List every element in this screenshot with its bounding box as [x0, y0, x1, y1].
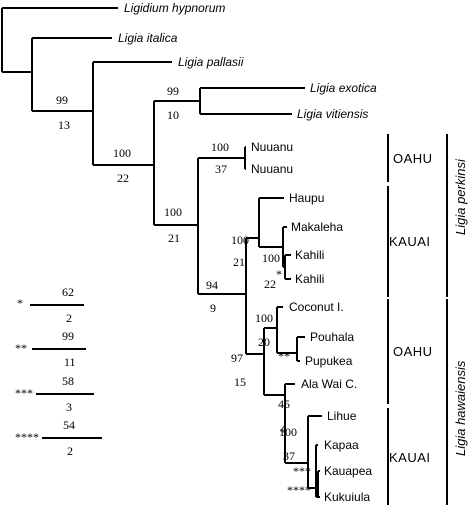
taxon-nuuanu: Nuuanu [251, 140, 293, 154]
support-top: 100 [279, 425, 297, 439]
branch-node-100-21-haupu [258, 197, 284, 248]
island-label-kauai: KAUAI [389, 234, 431, 249]
branch-node-94-9 [245, 237, 264, 355]
branch-node-lihue [307, 415, 322, 489]
legend-top: 99 [62, 329, 74, 343]
species-group-brackets: Ligia perkinsi Ligia hawaiensis [446, 134, 468, 505]
legend-entry: * 62 2 [17, 285, 84, 325]
support-top: 99 [167, 84, 179, 98]
marker-kauapea: *** [293, 464, 311, 478]
support-bottom: 13 [58, 118, 70, 132]
taxon-pouhala: Pouhala [310, 330, 354, 344]
legend-top: 58 [62, 374, 74, 388]
branch-node-coconut [276, 306, 297, 354]
support-values: 99 13 100 22 99 10 100 21 100 37 94 9 10… [56, 84, 297, 463]
taxon-ala-wai-canal: Ala Wai C. [301, 377, 357, 391]
branch-node-45-4 [284, 383, 308, 464]
branch-node-100-21 [197, 157, 246, 295]
legend-stars: *** [15, 386, 33, 400]
taxon-ligia-pallasii: Ligia pallasii [178, 55, 244, 69]
support-bottom: 9 [210, 301, 216, 315]
support-bottom: 22 [264, 277, 276, 291]
legend-entry: *** 58 3 [15, 374, 94, 414]
legend-top: 62 [62, 285, 74, 299]
taxon-kahili: Kahili [295, 272, 324, 286]
node-markers: * ** *** **** [276, 267, 311, 497]
legend-stars: * [17, 296, 23, 310]
legend-stars: ** [15, 341, 27, 355]
legend-bottom: 11 [64, 355, 76, 369]
support-top: 94 [206, 278, 218, 292]
support-bottom: 37 [283, 449, 295, 463]
taxon-ligia-exotica: Ligia exotica [310, 81, 377, 95]
group-label-ligia-hawaiensis: Ligia hawaiensis [453, 360, 468, 456]
asterisk-legend: * 62 2 ** 99 11 *** 58 3 **** 54 2 [15, 285, 102, 458]
support-top: 100 [231, 233, 249, 247]
taxon-pupukea: Pupukea [305, 354, 353, 368]
legend-bottom: 2 [67, 444, 73, 458]
island-label-kauai: KAUAI [389, 450, 431, 465]
support-top: 100 [255, 311, 273, 325]
branch-node-97-15 [263, 327, 285, 396]
taxon-labels: Ligidium hypnorum Ligia italica Ligia pa… [118, 1, 377, 504]
support-top: 99 [56, 93, 68, 107]
branch-node-99-10 [153, 100, 200, 226]
branch-pouhala-pupukea [296, 336, 305, 362]
branch-node-100-22 [92, 61, 172, 166]
taxon-ligia-italica: Ligia italica [118, 31, 178, 45]
marker-kahili: * [276, 267, 282, 281]
taxon-kukuiula: Kukuiula [324, 490, 370, 504]
taxon-ligia-vitiensis: Ligia vitiensis [297, 107, 368, 121]
island-label-oahu: OAHU [393, 151, 433, 166]
taxon-kauapea: Kauapea [324, 464, 372, 478]
support-top: 100 [113, 146, 131, 160]
branch-nuuanu [244, 146, 246, 170]
group-label-ligia-perkinsi: Ligia perkinsi [453, 158, 468, 235]
support-top: 100 [211, 140, 229, 154]
branch-kahili [284, 254, 291, 280]
support-top: 97 [231, 351, 243, 365]
island-brackets: OAHU KAUAI OAHU KAUAI [387, 134, 433, 505]
marker-pupukea: ** [278, 349, 290, 363]
legend-bottom: 3 [66, 400, 72, 414]
support-bottom: 21 [233, 255, 245, 269]
legend-top: 54 [63, 418, 75, 432]
support-top: 100 [164, 205, 182, 219]
branch-node-99-13 [31, 37, 112, 112]
marker-kukuiula: **** [287, 483, 311, 497]
legend-entry: ** 99 11 [15, 329, 86, 369]
island-label-oahu: OAHU [393, 344, 433, 359]
tree-branches [1, 7, 322, 498]
taxon-makaleha: Makaleha [291, 220, 343, 234]
taxon-kapaa: Kapaa [324, 438, 359, 452]
branch-exotica-vitiensis [199, 87, 305, 115]
legend-stars: **** [15, 430, 39, 444]
support-bottom: 4 [280, 422, 286, 436]
branch-kauapea-kukuiula [317, 470, 320, 498]
legend-bottom: 2 [66, 311, 72, 325]
support-top: 45 [278, 397, 290, 411]
support-bottom: 10 [167, 108, 179, 122]
support-bottom: 37 [215, 162, 227, 176]
legend-entry: **** 54 2 [15, 418, 102, 458]
taxon-nuuanu: Nuuanu [251, 162, 293, 176]
taxon-kahili: Kahili [295, 248, 324, 262]
taxon-haupu: Haupu [289, 191, 324, 205]
taxon-lihue: Lihue [327, 409, 357, 423]
taxon-ligidium-hypnorum: Ligidium hypnorum [124, 1, 225, 15]
support-bottom: 15 [234, 375, 246, 389]
support-bottom: 21 [168, 231, 180, 245]
taxon-coconut-island: Coconut I. [289, 300, 344, 314]
support-top: 100 [262, 251, 280, 265]
support-top: 20 [258, 335, 270, 349]
support-bottom: 22 [117, 171, 129, 185]
branch-root [1, 7, 118, 73]
